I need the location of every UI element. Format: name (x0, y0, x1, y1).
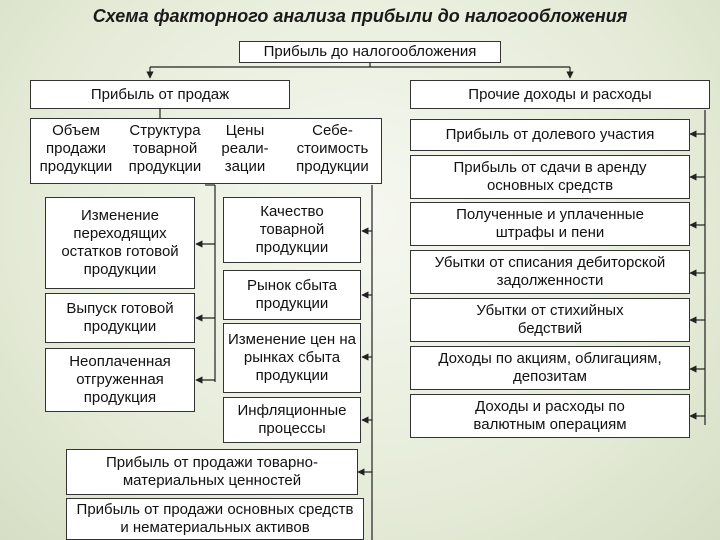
price-factor-market: Рынок сбыта продукции (223, 270, 361, 320)
volume-factor-remains: Изменение переходящих остатков готовой п… (45, 197, 195, 289)
bottom-assets-sale: Прибыль от продажи основных средств и не… (66, 498, 364, 540)
factor-volume: Объем продажи продукции (39, 122, 113, 175)
other-item-rent: Прибыль от сдачи в аренду основных средс… (410, 155, 690, 199)
volume-factor-unpaid: Неоплаченная отгруженная продукция (45, 348, 195, 412)
other-item-fines: Полученные и уплаченные штрафы и пени (410, 202, 690, 246)
factors-block (30, 118, 382, 184)
price-factor-inflation: Инфляционные процессы (223, 397, 361, 443)
other-item-securities: Доходы по акциям, облигациям, депозитам (410, 346, 690, 390)
factor-cost: Себе- стоимость продукции (296, 122, 369, 175)
other-item-disasters: Убытки от стихийных бедствий (410, 298, 690, 342)
volume-factor-output: Выпуск готовой продукции (45, 293, 195, 343)
other-item-equity: Прибыль от долевого участия (410, 119, 690, 151)
sales-profit-box: Прибыль от продаж (30, 80, 290, 109)
other-item-receivables: Убытки от списания дебиторской задолженн… (410, 250, 690, 294)
factor-prices: Цены реали- зации (221, 122, 269, 175)
price-factor-market-prices: Изменение цен на рынках сбыта продукции (223, 323, 361, 393)
diagram-title: Схема факторного анализа прибыли до нало… (92, 6, 628, 26)
root-box: Прибыль до налогообложения (239, 41, 501, 63)
other-income-box: Прочие доходы и расходы (410, 80, 710, 109)
price-factor-quality: Качество товарной продукции (223, 197, 361, 263)
bottom-goods-sale: Прибыль от продажи товарно-материальных … (66, 449, 358, 495)
factor-structure: Структура товарной продукции (128, 122, 202, 175)
other-item-currency: Доходы и расходы по валютным операциям (410, 394, 690, 438)
